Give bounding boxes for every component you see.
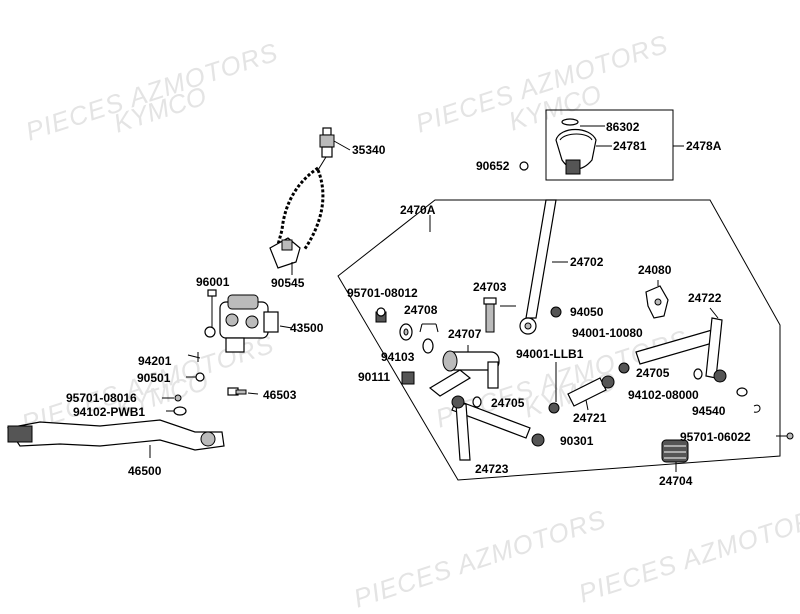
main-group-outline: [337, 199, 781, 481]
part-label-24723: 24723: [475, 462, 509, 476]
part-label-94050: 94050: [570, 305, 604, 319]
bolt-part: [204, 289, 217, 338]
washer-part: [173, 406, 187, 416]
washer-part: [195, 372, 205, 382]
part-label-90545: 90545: [271, 276, 305, 290]
part-label-46500: 46500: [128, 464, 162, 478]
pin-part: [174, 394, 182, 402]
part-label-90501: 90501: [137, 371, 171, 385]
sensor-part: [317, 127, 351, 171]
part-label-2470a: 2470A: [400, 203, 436, 217]
part-label-94540: 94540: [692, 404, 726, 418]
knob-group-box: [545, 109, 674, 181]
part-label-24705-left: 24705: [491, 396, 525, 410]
nut-part: [550, 306, 562, 318]
part-label-24721: 24721: [573, 411, 607, 425]
part-label-24702: 24702: [570, 255, 604, 269]
part-label-24705-right: 24705: [636, 366, 670, 380]
part-label-94201: 94201: [138, 354, 172, 368]
diagram-drawing: [6, 109, 794, 481]
nut-part: [531, 433, 545, 447]
ball-joint-part: [567, 375, 615, 411]
nut-part: [618, 362, 630, 374]
bolt-part: [375, 307, 387, 323]
part-label-96001: 96001: [196, 275, 230, 289]
brake-hose-part: [269, 166, 325, 275]
part-label-24781: 24781: [613, 139, 647, 153]
nut-part: [548, 402, 560, 414]
part-label-90111: 90111: [358, 370, 391, 384]
part-label-24722: 24722: [688, 291, 722, 305]
part-label-24703: 24703: [473, 280, 507, 294]
part-label-95701-06022: 95701-06022: [680, 430, 751, 444]
bolt-part: [401, 371, 415, 385]
link-rod-part: [451, 395, 531, 461]
part-label-24708: 24708: [404, 303, 438, 317]
pivot-shaft-part: [428, 345, 500, 397]
part-label-86302: 86302: [606, 120, 640, 134]
part-label-95701-08012: 95701-08012: [347, 286, 418, 300]
part-label-2478a: 2478A: [686, 139, 722, 153]
ring-part: [693, 368, 703, 380]
part-label-94001-llb1: 94001-LLB1: [516, 347, 584, 361]
shift-rod-part: [635, 307, 727, 383]
bolt-part: [227, 387, 259, 396]
part-label-43500: 43500: [290, 321, 324, 335]
part-label-94102-08000: 94102-08000: [628, 388, 699, 402]
part-label-94103: 94103: [381, 350, 415, 364]
shift-knob-part: [555, 118, 597, 175]
part-label-35340: 35340: [352, 143, 386, 157]
parts-diagram: PIECES AZMOTORS KYMCO PIECES AZMOTORS KY…: [6, 29, 800, 614]
part-label-24704: 24704: [659, 474, 693, 488]
screw-part: [519, 161, 529, 171]
part-label-90652: 90652: [476, 159, 510, 173]
part-label-24080: 24080: [638, 263, 672, 277]
washer-part: [736, 387, 748, 397]
shift-lever-part: [519, 199, 568, 335]
master-cylinder-part: [219, 294, 293, 353]
part-label-94102-pwb1: 94102-PWB1: [73, 405, 146, 419]
seal-part: [399, 323, 439, 354]
brake-pedal-part: [6, 419, 225, 458]
clip-part: [753, 404, 761, 413]
rubber-boot-part: [661, 439, 689, 472]
ring-part: [472, 396, 482, 408]
part-label-94001-10080: 94001-10080: [572, 326, 643, 340]
part-label-24707: 24707: [448, 327, 482, 341]
part-label-90301: 90301: [560, 434, 594, 448]
bracket-part: [645, 280, 669, 319]
part-label-46503: 46503: [263, 388, 297, 402]
bolt-part: [483, 297, 516, 333]
part-label-95701-08016: 95701-08016: [66, 391, 137, 405]
